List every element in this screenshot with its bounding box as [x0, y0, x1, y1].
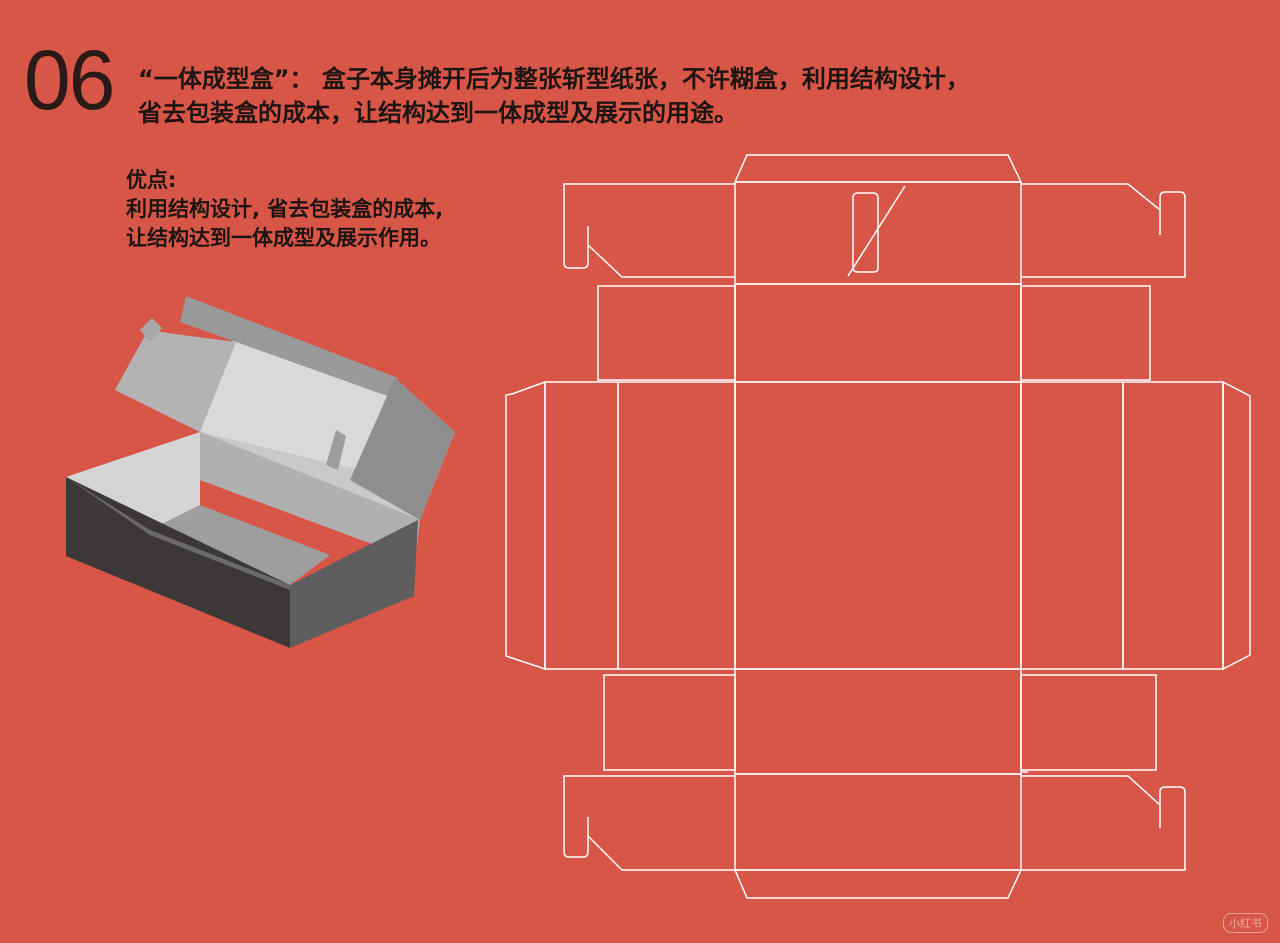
advantages-line-2: 让结构达到一体成型及展示作用。	[126, 226, 441, 250]
right-wall-outer	[1122, 381, 1224, 670]
headline-line-2: 省去包装盒的成本，让结构达到一体成型及展示的用途。	[138, 99, 738, 127]
bottom-tuck-flap	[733, 869, 1023, 899]
bottom-left-lock-wing	[563, 775, 735, 871]
top-lid-slot	[852, 192, 879, 273]
center-panel-lower	[734, 668, 1022, 775]
bottom-right-lock-wing	[1021, 775, 1186, 871]
upper-left-flap	[597, 285, 736, 381]
upper-right-flap	[1020, 285, 1151, 381]
headline-line-1: “一体成型盒”： 盒子本身摊开后为整张斩型纸张，不许糊盒，利用结构设计，	[138, 65, 970, 93]
center-panel-upper	[734, 283, 1022, 383]
section-number: 06	[24, 33, 115, 127]
advantages-line-1: 利用结构设计, 省去包装盒的成本,	[126, 197, 444, 221]
lower-right-flap	[1020, 674, 1157, 771]
top-right-lock-wing	[1021, 183, 1186, 278]
headline: “一体成型盒”： 盒子本身摊开后为整张斩型纸张，不许糊盒，利用结构设计， 省去包…	[138, 62, 1138, 130]
advantages-block: 优点: 利用结构设计, 省去包装盒的成本, 让结构达到一体成型及展示作用。	[126, 166, 443, 253]
right-wall-inner	[1020, 381, 1124, 670]
advantages-title: 优点:	[126, 168, 177, 192]
left-end-flap	[505, 380, 546, 671]
watermark-badge: 小红书	[1223, 913, 1268, 933]
open-box-illustration	[66, 296, 455, 648]
left-wall-inner	[617, 381, 736, 670]
center-panel-base	[734, 381, 1022, 670]
top-lid-diagonal	[847, 185, 906, 277]
top-tuck-flap	[733, 154, 1023, 183]
right-end-flap	[1222, 380, 1251, 671]
center-bottom-panel	[734, 773, 1022, 871]
lower-left-flap	[603, 674, 736, 771]
top-left-lock-wing	[563, 183, 735, 278]
left-wall-outer	[544, 381, 619, 670]
